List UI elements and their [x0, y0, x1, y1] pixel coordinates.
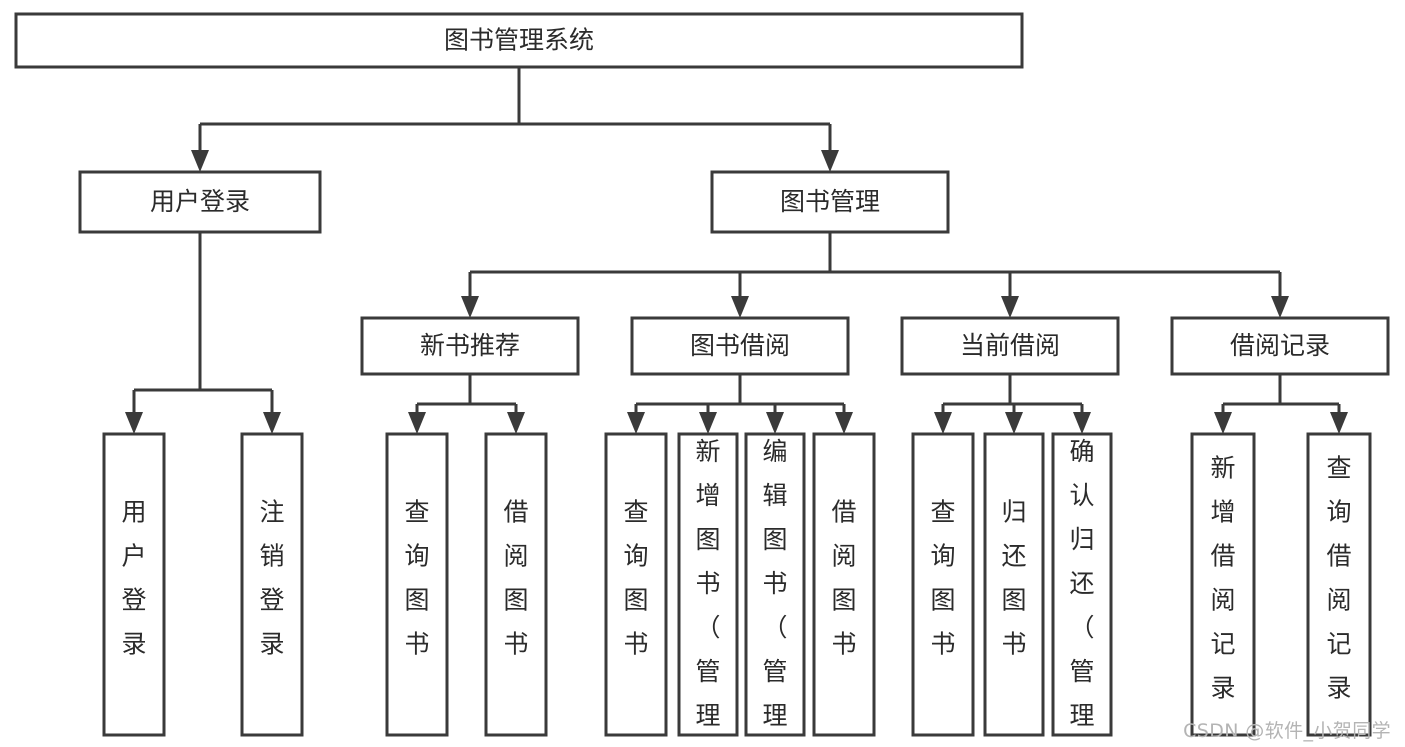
connector-group	[934, 374, 1091, 434]
node-book-borrow[interactable]: 图书借阅	[630, 316, 850, 376]
node-user-login[interactable]: 用户登录	[78, 170, 322, 234]
node-box[interactable]	[900, 316, 1120, 376]
node-box[interactable]	[1170, 316, 1390, 376]
node-leaf-user-login[interactable]: 用户登录	[102, 432, 166, 737]
node-box[interactable]	[484, 432, 548, 737]
node-label: 新增图书（管理员）	[695, 437, 720, 747]
node-book-manage[interactable]: 图书管理	[710, 170, 950, 234]
connector-group	[191, 67, 839, 172]
arrow-head-icon	[1330, 412, 1348, 434]
node-label: 查询借阅记录	[1326, 454, 1351, 703]
arrow-head-icon	[1271, 296, 1289, 318]
node-layer: 图书管理系统用户登录图书管理新书推荐图书借阅当前借阅借阅记录用户登录注销登录查询…	[14, 12, 1390, 747]
node-box[interactable]	[744, 432, 806, 737]
node-leaf-query-book-2[interactable]: 查询图书	[604, 432, 668, 737]
arrow-head-icon	[125, 412, 143, 434]
arrow-head-icon	[1214, 412, 1232, 434]
node-label: 借阅记录	[1230, 331, 1330, 360]
node-box[interactable]	[385, 432, 449, 737]
arrow-head-icon	[408, 412, 426, 434]
node-box[interactable]	[14, 12, 1024, 69]
node-label: 借阅图书	[831, 498, 856, 659]
node-box[interactable]	[604, 432, 668, 737]
connector-group	[125, 232, 281, 434]
arrow-head-icon	[1005, 412, 1023, 434]
node-box[interactable]	[630, 316, 850, 376]
node-label: 借阅图书	[503, 498, 528, 659]
node-box[interactable]	[360, 316, 580, 376]
node-box[interactable]	[1051, 432, 1113, 737]
arrow-head-icon	[1001, 296, 1019, 318]
node-box[interactable]	[911, 432, 975, 737]
node-borrow-record[interactable]: 借阅记录	[1170, 316, 1390, 376]
arrow-head-icon	[627, 412, 645, 434]
node-label: 查询图书	[404, 498, 429, 659]
node-label: 图书管理系统	[444, 26, 594, 55]
node-leaf-query-book-3[interactable]: 查询图书	[911, 432, 975, 737]
node-box[interactable]	[812, 432, 876, 737]
node-leaf-confirm-return[interactable]: 确认归还（管理员）	[1051, 432, 1113, 747]
node-box[interactable]	[102, 432, 166, 737]
node-label: 用户登录	[150, 187, 250, 216]
node-box[interactable]	[78, 170, 322, 234]
node-label: 新增借阅记录	[1210, 454, 1235, 703]
connector-group	[1214, 374, 1348, 434]
node-label: 归还图书	[1001, 498, 1026, 659]
node-label: 查询图书	[623, 498, 648, 659]
node-label: 确认归还（管理员）	[1069, 437, 1094, 747]
node-box[interactable]	[1306, 432, 1372, 737]
node-label: 查询图书	[930, 498, 955, 659]
connector-layer	[125, 67, 1348, 434]
arrow-head-icon	[766, 412, 784, 434]
node-box[interactable]	[677, 432, 739, 737]
node-label: 用户登录	[121, 498, 146, 659]
node-leaf-add-book[interactable]: 新增图书（管理员）	[677, 432, 739, 747]
arrow-head-icon	[835, 412, 853, 434]
arrow-head-icon	[934, 412, 952, 434]
arrow-head-icon	[821, 150, 839, 172]
connector-group	[461, 232, 1289, 318]
node-new-book-rec[interactable]: 新书推荐	[360, 316, 580, 376]
arrow-head-icon	[461, 296, 479, 318]
node-leaf-query-book-1[interactable]: 查询图书	[385, 432, 449, 737]
node-label: 新书推荐	[420, 331, 520, 360]
node-leaf-add-record[interactable]: 新增借阅记录	[1190, 432, 1256, 737]
arrow-head-icon	[507, 412, 525, 434]
connector-group	[408, 374, 525, 434]
node-label: 注销登录	[259, 498, 284, 659]
node-box[interactable]	[710, 170, 950, 234]
node-leaf-borrow-book-2[interactable]: 借阅图书	[812, 432, 876, 737]
node-leaf-return-book[interactable]: 归还图书	[983, 432, 1045, 737]
node-box[interactable]	[983, 432, 1045, 737]
node-leaf-query-record[interactable]: 查询借阅记录	[1306, 432, 1372, 737]
node-label: 编辑图书（管理员）	[762, 437, 787, 747]
node-box[interactable]	[1190, 432, 1256, 737]
arrow-head-icon	[699, 412, 717, 434]
arrow-head-icon	[731, 296, 749, 318]
node-box[interactable]	[240, 432, 304, 737]
arrow-head-icon	[191, 150, 209, 172]
connector-group	[627, 374, 853, 434]
node-label: 当前借阅	[960, 331, 1060, 360]
arrow-head-icon	[1073, 412, 1091, 434]
arrow-head-icon	[263, 412, 281, 434]
node-root[interactable]: 图书管理系统	[14, 12, 1024, 69]
node-label: 图书管理	[780, 187, 880, 216]
node-current-borrow[interactable]: 当前借阅	[900, 316, 1120, 376]
node-label: 图书借阅	[690, 331, 790, 360]
node-leaf-borrow-book-1[interactable]: 借阅图书	[484, 432, 548, 737]
node-leaf-edit-book[interactable]: 编辑图书（管理员）	[744, 432, 806, 747]
node-leaf-logout[interactable]: 注销登录	[240, 432, 304, 737]
